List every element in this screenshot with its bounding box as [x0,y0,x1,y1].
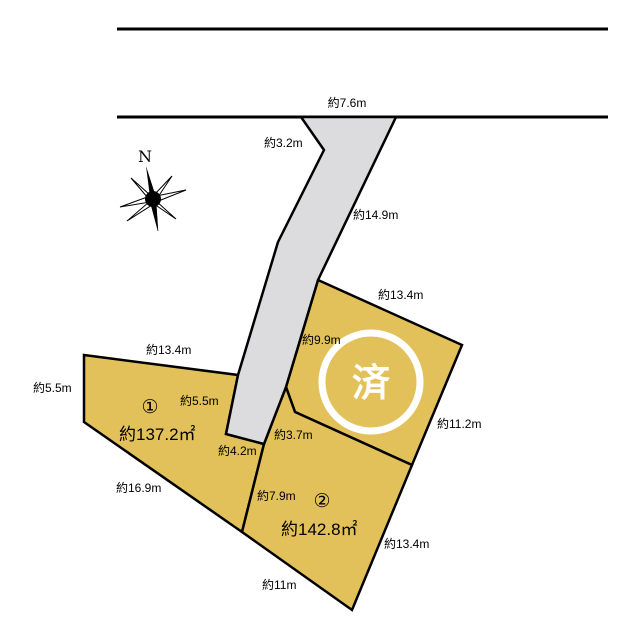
driveway [224,115,398,446]
dim-lot1-inner: 約5.5m [180,393,219,408]
sold-stamp: 済 [318,329,424,435]
lot2-number: ② [313,490,330,512]
lot1-number: ① [141,396,158,418]
dim-lot2-left: 約7.9m [257,488,296,503]
lot2-area: 約142.8㎡ [281,520,358,539]
dim-lot-shared-short: 約4.2m [218,443,257,458]
dim-sold-lot-right: 約11.2m [437,416,481,431]
lot1-area: 約137.2㎡ [119,425,196,444]
sold-stamp-text: 済 [352,361,391,405]
compass-center [145,191,161,207]
compass-needle-north [146,166,156,197]
dim-lot1-bottom-left: 約16.9m [116,480,161,495]
north-label: N [138,147,152,166]
dim-lot2-right: 約13.4m [384,536,429,551]
north-compass: N [119,147,187,232]
dim-road-frontage: 約7.6m [328,95,367,110]
dim-lot2-bottom: 約11m [262,577,296,592]
sold-stamp-ring [318,329,424,435]
dim-sold-lot-bottom: 約3.7m [274,427,313,442]
dim-lot1-top: 約13.4m [146,342,191,357]
dim-lot1-left: 約5.5m [33,380,72,395]
dim-sold-lot-left: 約9.9m [302,332,341,347]
dim-sold-lot-top: 約13.4m [378,287,423,302]
dim-driveway-right-edge: 約14.9m [353,207,398,222]
dim-driveway-top-left: 約3.2m [264,135,303,150]
